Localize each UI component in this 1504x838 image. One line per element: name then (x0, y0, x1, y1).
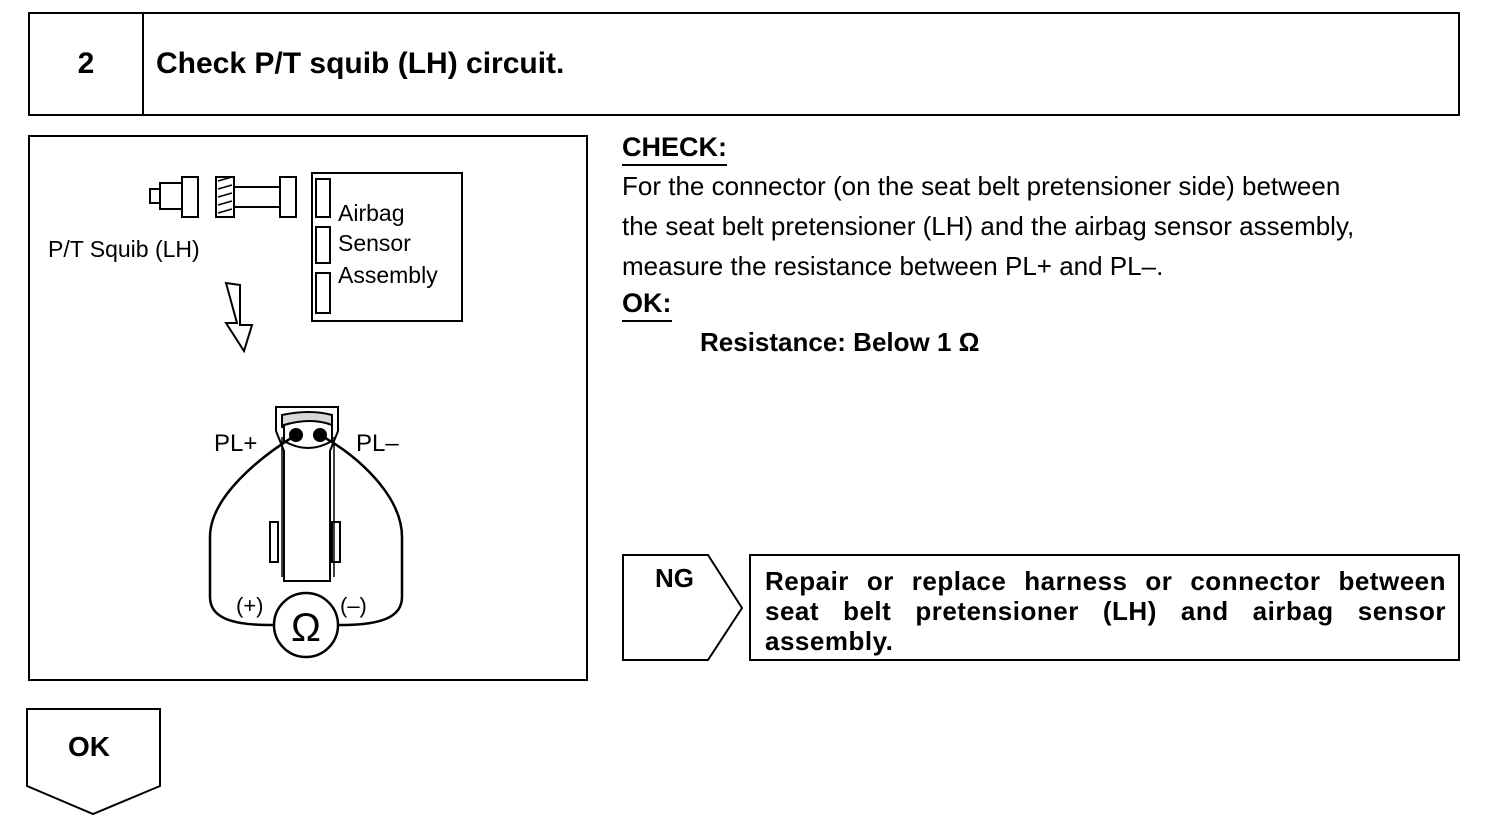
ok-heading: OK: (622, 286, 672, 322)
down-arrow-icon (224, 281, 254, 354)
ng-action-text: Repair or replace harness or connector b… (765, 566, 1446, 656)
check-instructions: CHECK: For the connector (on the seat be… (622, 130, 1467, 362)
pin-minus-label: PL– (356, 430, 399, 457)
ng-action-box: Repair or replace harness or connector b… (749, 554, 1460, 661)
ohmmeter-icon (272, 591, 340, 659)
meter-minus-label: (–) (340, 593, 367, 618)
ng-label: NG (655, 563, 694, 593)
step-number: 2 (30, 14, 144, 114)
sensor-label-line-2: Sensor (338, 230, 411, 256)
test-leads (208, 433, 404, 627)
airbag-sensor-icon (311, 172, 463, 322)
pin-plus-label: PL+ (214, 430, 257, 457)
step-title: Check P/T squib (LH) circuit. (156, 47, 565, 80)
check-heading: CHECK: (622, 130, 727, 166)
ok-arrow-icon (26, 708, 161, 816)
meter-plus-label: (+) (236, 593, 264, 618)
illustration-drawing: P/T Squib (LH) Airbag Sensor Assembly PL… (48, 172, 463, 659)
check-line-1: For the connector (on the seat belt pret… (622, 171, 1341, 201)
connector-icon (269, 406, 341, 582)
squib-label: P/T Squib (LH) (48, 236, 200, 262)
step-header: 2 Check P/T squib (LH) circuit. (28, 12, 1460, 116)
check-line-3: measure the resistance between PL+ and P… (622, 251, 1164, 281)
ok-branch-label: OK (68, 731, 110, 762)
ohm-symbol: Ω (291, 606, 321, 650)
check-line-2: the seat belt pretensioner (LH) and the … (622, 211, 1355, 241)
sensor-label-line-1: Airbag (338, 200, 404, 226)
squib-plug-icon (149, 176, 297, 218)
ng-arrow-icon (622, 554, 744, 661)
connector-illustration: P/T Squib (LH) Airbag Sensor Assembly PL… (28, 135, 588, 681)
sensor-label-line-3: Assembly (338, 262, 438, 288)
resistance-spec: Resistance: Below 1 Ω (700, 327, 980, 357)
